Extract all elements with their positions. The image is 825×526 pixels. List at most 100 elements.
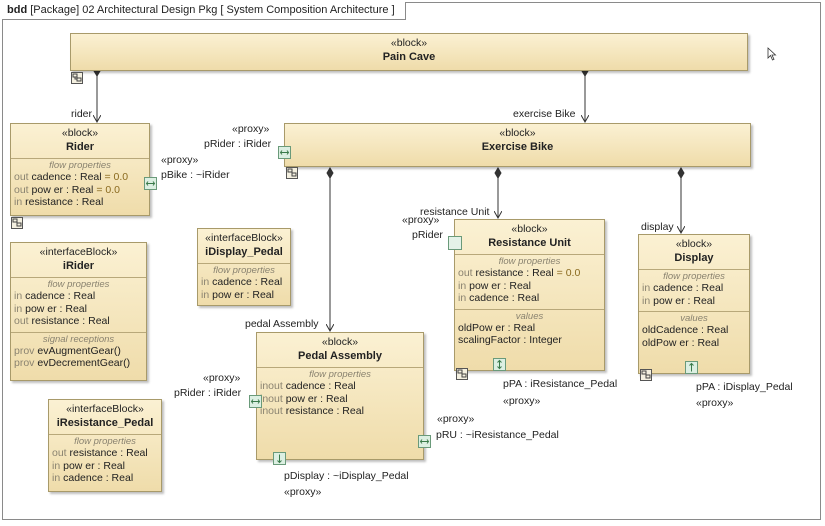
resistance-unit-value: oldPow er : Real [458, 321, 536, 334]
rider-pbike-port[interactable] [144, 177, 157, 190]
prop-text: resistance : Real [475, 267, 554, 279]
pain-cave-name: Pain Cave [382, 51, 436, 63]
rider-flow-title: flow properties [49, 160, 111, 171]
irider-prop: out resistance : Real [14, 315, 143, 328]
prop-text: cadence : Real [25, 290, 96, 302]
diagram-frame-header: bdd [Package] 02 Architectural Design Pk… [2, 2, 406, 20]
prop-text: cadence : Real [63, 472, 134, 484]
role-label-resistance-unit: resistance Unit [420, 206, 490, 218]
signal-text: evAugmentGear() [37, 344, 121, 357]
block-display[interactable]: «block» Display flow properties in caden… [638, 234, 750, 374]
resistance-unit-diagram-icon[interactable] [456, 368, 468, 380]
block-resistance-unit[interactable]: «block» Resistance Unit flow properties … [454, 219, 605, 371]
display-value: oldCadence : Real [642, 324, 729, 336]
prop-text: cadence : Real [469, 292, 540, 304]
prop-text: pow er : Real [469, 279, 531, 292]
resistance-unit-values: values oldPow er : Real scalingFactor : … [455, 308, 604, 349]
exercise-bike-prider-port[interactable] [278, 146, 291, 159]
block-irider[interactable]: «interfaceBlock» iRider flow properties … [10, 242, 147, 381]
display-diagram-icon[interactable] [640, 369, 652, 381]
display-flow-title: flow properties [663, 271, 725, 282]
block-idisplay-pedal[interactable]: «interfaceBlock» iDisplay_Pedal flow pro… [197, 228, 291, 306]
pedal-assembly-prop: inout pow er : Real [260, 393, 420, 406]
rider-pbike-label: pBike : ~iRider [161, 169, 230, 181]
prop-text: pow er : Real [63, 459, 125, 472]
signal-text: evDecrementGear() [37, 357, 131, 369]
resistance-unit-ppa-port[interactable] [493, 358, 506, 371]
block-pedal-assembly[interactable]: «block» Pedal Assembly flow properties i… [256, 332, 424, 460]
rider-pbike-stereotype: «proxy» [161, 154, 199, 166]
prop-dir: in [201, 276, 210, 288]
role-label-rider: rider [71, 108, 93, 120]
prop-dir: in [201, 288, 210, 301]
display-prop: in pow er : Real [642, 295, 746, 308]
resistance-unit-prider-port[interactable] [448, 236, 462, 250]
disp-ppa-stereotype: «proxy» [696, 397, 734, 409]
prop-dir: in [458, 292, 467, 304]
iresistance-pedal-stereotype: «interfaceBlock» [66, 403, 144, 415]
display-ppa-port[interactable] [685, 361, 698, 374]
composition-diamond-pedal [326, 167, 334, 179]
ru-ppa-label: pPA : iResistance_Pedal [503, 378, 618, 390]
prop-default: = 0.0 [96, 183, 120, 196]
signal-dir: prov [14, 357, 35, 369]
prop-text: cadence : Real [285, 380, 356, 392]
irider-signal: prov evDecrementGear() [14, 357, 143, 370]
diagram-title: [Package] 02 Architectural Design Pkg [ … [30, 4, 395, 16]
exercise-bike-diagram-icon[interactable] [286, 167, 298, 179]
irider-signal: prov evAugmentGear() [14, 345, 143, 358]
rider-diagram-icon[interactable] [11, 217, 23, 229]
pedal-assembly-prop: inout cadence : Real [260, 380, 420, 393]
block-rider[interactable]: «block» Rider flow properties out cadenc… [10, 123, 150, 216]
block-iresistance-pedal[interactable]: «interfaceBlock» iResistance_Pedal flow … [48, 399, 162, 492]
prop-dir: in [14, 196, 23, 208]
prop-default: = 0.0 [556, 267, 581, 279]
pedal-assembly-pru-port[interactable] [418, 435, 431, 448]
eb-prider-stereotype: «proxy» [232, 123, 270, 135]
pedal-assembly-prop: inout resistance : Real [260, 405, 420, 418]
display-value: oldPow er : Real [642, 336, 720, 349]
pedal-assembly-name: Pedal Assembly [298, 350, 382, 362]
prop-text: resistance : Real [69, 447, 148, 459]
prop-dir: inout [260, 392, 283, 405]
iresistance-pedal-flow-title: flow properties [74, 436, 136, 447]
idisplay-pedal-flow-title: flow properties [213, 265, 275, 276]
display-values-title: values [680, 313, 708, 324]
idisplay-pedal-prop: in cadence : Real [201, 276, 287, 289]
resistance-unit-prop: out resistance : Real = 0.0 [458, 267, 601, 280]
pa-pdisplay-stereotype: «proxy» [284, 486, 322, 498]
pedal-assembly-flow-properties: flow properties inout cadence : Real ino… [257, 367, 423, 420]
resistance-unit-flow-properties: flow properties out resistance : Real = … [455, 254, 604, 307]
resistance-unit-prop: in cadence : Real [458, 292, 601, 305]
prop-dir: in [14, 302, 23, 315]
prop-text: pow er : Real [285, 392, 348, 405]
exercise-bike-stereotype: «block» [499, 127, 536, 139]
pedal-assembly-pdisplay-port[interactable] [273, 452, 286, 465]
pain-cave-diagram-icon[interactable] [71, 72, 83, 84]
block-pain-cave[interactable]: «block» Pain Cave [70, 33, 748, 71]
rider-prop: out cadence : Real = 0.0 [14, 171, 146, 184]
mouse-cursor-icon [767, 47, 777, 61]
irider-stereotype: «interfaceBlock» [39, 246, 118, 258]
disp-ppa-label: pPA : iDisplay_Pedal [696, 381, 793, 393]
iresistance-pedal-prop: in cadence : Real [52, 472, 158, 485]
ru-prider-stereotype: «proxy» [402, 214, 440, 226]
prop-dir: in [52, 472, 61, 484]
idisplay-pedal-prop: in pow er : Real [201, 289, 287, 302]
resistance-unit-prop: in pow er : Real [458, 280, 601, 293]
prop-text: resistance : Real [31, 315, 110, 327]
signal-dir: prov [14, 344, 35, 357]
diagram-frame [2, 2, 821, 520]
display-stereotype: «block» [675, 238, 713, 250]
rider-prop: in resistance : Real [14, 196, 146, 209]
rider-stereotype: «block» [61, 127, 99, 139]
pedal-assembly-prider-port[interactable] [249, 395, 262, 408]
prop-dir: in [642, 282, 651, 294]
block-exercise-bike[interactable]: «block» Exercise Bike [284, 123, 751, 167]
display-flow-properties: flow properties in cadence : Real in pow… [639, 269, 749, 309]
eb-prider-label: pRider : iRider [204, 138, 272, 150]
idisplay-pedal-name: iDisplay_Pedal [205, 246, 283, 258]
rider-prop: out pow er : Real = 0.0 [14, 184, 146, 197]
prop-text: pow er : Real [31, 183, 94, 196]
resistance-unit-flow-title: flow properties [498, 256, 561, 267]
